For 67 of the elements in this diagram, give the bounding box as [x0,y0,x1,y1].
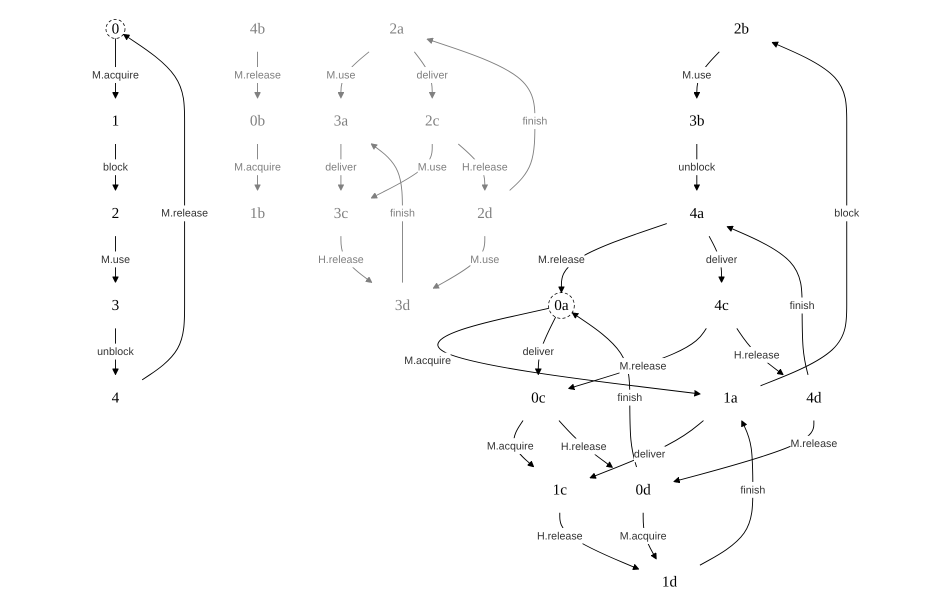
arrow [699,420,754,566]
node-text: 4a [690,204,704,222]
node-text: 3d [394,297,410,314]
node-text: 4d [806,389,822,406]
edge-label: M.acquire [620,529,667,542]
arrow [760,42,848,386]
node-text: 3 [112,297,120,314]
arrow [123,34,186,380]
arrow [558,420,613,468]
arrow [370,143,403,284]
node-text: 4c [714,297,729,314]
edge-label: H.release [462,160,508,173]
node-circle: 0 [106,19,126,39]
node-text: 2b [734,20,750,38]
arrow [437,308,701,397]
edge-label: M.use [418,160,447,173]
node-text: 1c [552,481,567,498]
edge-label: finish [522,114,548,127]
node-text: 4b [250,20,266,38]
edge-label: unblock [97,345,134,358]
arrow [590,420,704,479]
edge-label: deliver [634,448,666,460]
edge-label: M.release [161,206,208,220]
edge-label: finish [617,391,642,404]
edge-label: M.acquire [404,354,452,366]
edge-label: deliver [522,345,554,358]
node-text: 0d [636,481,651,498]
node-text: 0b [250,112,266,130]
edge-label: M.acquire [234,160,281,173]
node-text: 1d [662,574,678,590]
node-circle: 0a [548,292,575,319]
edge-label: finish [390,206,415,220]
edge-label: H.release [560,440,607,452]
edge-label: M.use [470,252,500,266]
node-text: 1a [723,389,738,406]
edge-label: M.release [234,68,281,81]
node-text: 4 [112,389,120,406]
node-text: 1b [250,204,266,222]
node-text: 1 [112,112,120,130]
edge-label: H.release [318,252,364,266]
node-text: 2d [477,204,492,222]
edge-label: M.release [620,360,666,372]
node-text: 2a [390,20,404,38]
node-text: 2 [112,204,120,222]
node-text: 0c [531,389,546,406]
edge-label: M.release [538,252,585,266]
edge-label: M.acquire [92,68,139,81]
edge-label: deliver [706,252,738,266]
node-text: 2c [425,112,440,130]
edge-label: block [834,206,860,220]
edge-label: H.release [536,529,583,542]
edge-label: finish [740,483,766,496]
node-text: 3a [334,112,348,130]
edge-label: M.use [682,68,712,81]
edge-label: deliver [325,160,357,173]
edge-label: H.release [734,348,780,361]
edge-label: M.release [790,437,838,450]
edge-label: unblock [678,160,716,173]
edge-label: M.acquire [486,440,534,452]
edge-label: M.use [100,252,130,266]
arrow [568,328,707,390]
edge-label: deliver [416,68,448,81]
node-text: 3c [334,204,348,222]
node-text: 3b [689,112,704,130]
edge-label: M.use [326,68,356,81]
edge-label: finish [790,299,815,312]
edge-label: block [103,160,128,173]
